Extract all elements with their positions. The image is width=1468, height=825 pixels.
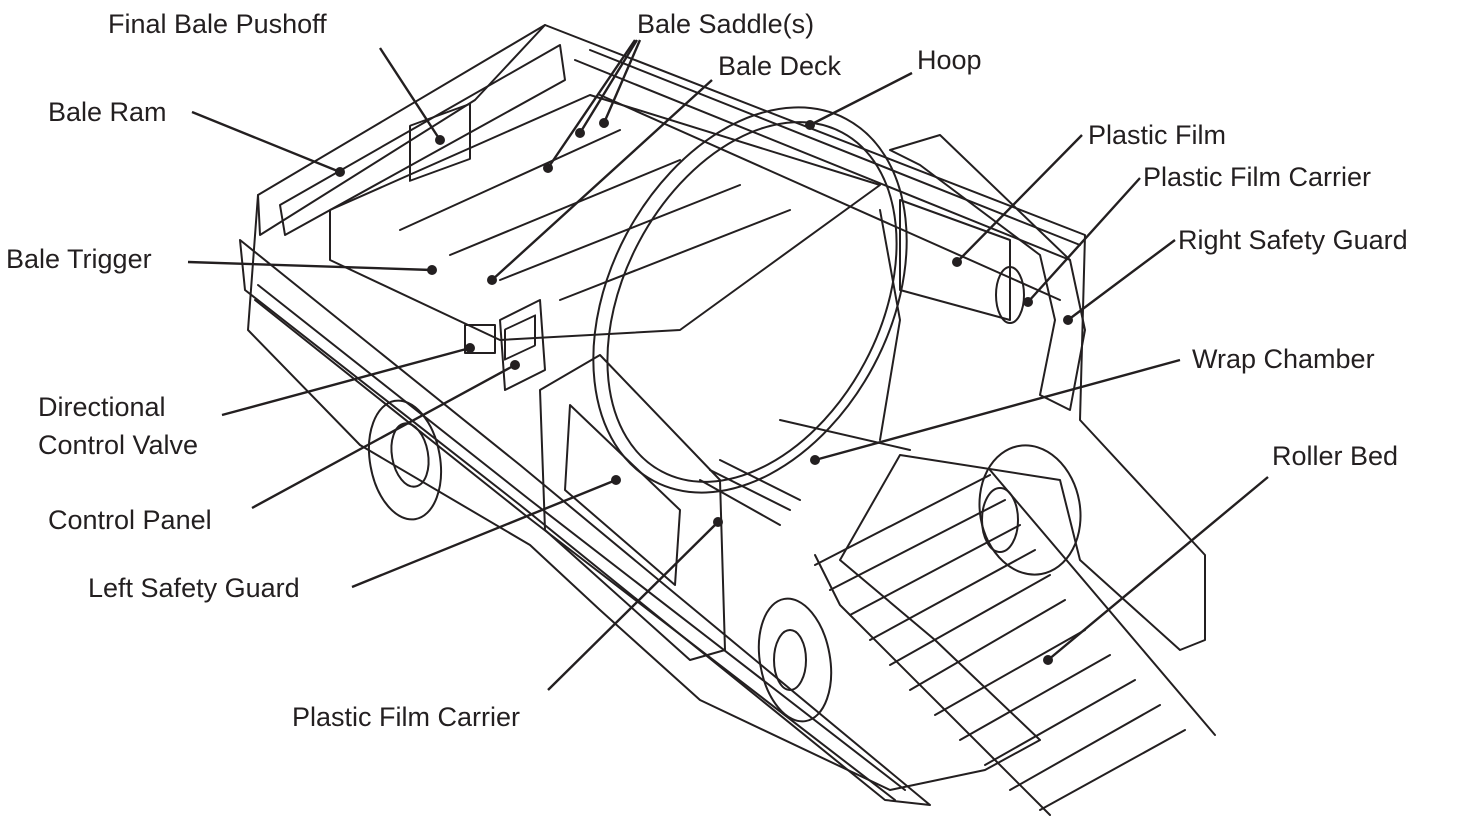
dot-wrap-chamber	[810, 455, 820, 465]
dot-right-safety-guard	[1063, 315, 1073, 325]
dot-bale-ram	[335, 167, 345, 177]
leader-wrap-chamber	[814, 358, 1181, 462]
label-bale-ram: Bale Ram	[48, 97, 167, 127]
label-hoop: Hoop	[917, 45, 982, 75]
label-roller-bed: Roller Bed	[1272, 441, 1399, 471]
leader-bale-saddles-1	[547, 39, 636, 169]
leader-directional-control-valve	[221, 346, 471, 417]
leader-right-safety-guard	[1067, 239, 1176, 321]
dot-bale-saddles-2	[575, 128, 585, 138]
label-right-safety-guard: Right Safety Guard	[1178, 225, 1408, 255]
dot-bale-trigger	[427, 265, 437, 275]
leader-bale-deck	[491, 79, 713, 281]
dot-bale-deck	[487, 275, 497, 285]
label-directional-control-valve: Directional Control Valve	[38, 392, 199, 460]
leader-plastic-film-carrier-right	[1027, 177, 1141, 303]
hoop-ring	[592, 106, 908, 494]
label-plastic-film-carrier-left: Plastic Film Carrier	[292, 702, 521, 732]
label-bale-trigger: Bale Trigger	[6, 244, 152, 274]
leader-control-panel	[251, 363, 516, 510]
dot-plastic-film	[952, 257, 962, 267]
rear-left-wheel	[757, 597, 833, 723]
leader-bale-saddles-3	[602, 39, 642, 124]
bale-ram-box	[257, 24, 546, 236]
dot-control-panel	[510, 360, 520, 370]
control-panel-box	[499, 299, 546, 391]
label-bale-deck: Bale Deck	[718, 51, 842, 81]
dot-hoop	[805, 120, 815, 130]
label-plastic-film-carrier-right: Plastic Film Carrier	[1143, 162, 1372, 192]
leader-bale-ram	[191, 110, 341, 174]
dot-final-bale-pushoff	[435, 135, 445, 145]
roller-set	[814, 469, 1216, 816]
pushoff-plate	[409, 102, 471, 182]
rear-right-wheel	[978, 444, 1082, 576]
dot-directional-control-valve	[465, 343, 475, 353]
leader-left-safety-guard	[351, 478, 617, 589]
label-left-safety-guard: Left Safety Guard	[88, 573, 300, 603]
dot-plastic-film-carrier-left	[713, 517, 723, 527]
main-frame	[247, 24, 1206, 791]
valve-block	[464, 324, 496, 354]
label-wrap-chamber: Wrap Chamber	[1192, 344, 1375, 374]
leader-hoop	[809, 71, 913, 127]
plastic-film-roll	[899, 199, 1011, 321]
leader-plastic-film-carrier-left	[547, 521, 719, 691]
right-guard	[889, 134, 1086, 411]
left-rail	[239, 239, 931, 806]
label-bale-saddles: Bale Saddle(s)	[637, 9, 815, 39]
leader-plastic-film	[956, 134, 1083, 263]
leader-final-bale-pushoff	[378, 47, 442, 141]
leader-bale-saddles-2	[578, 39, 639, 134]
dot-bale-saddles-1	[543, 163, 553, 173]
bale-deck-floor	[329, 94, 881, 341]
label-control-panel: Control Panel	[48, 505, 212, 535]
label-final-bale-pushoff: Final Bale Pushoff	[108, 9, 327, 39]
dot-bale-saddles-3	[599, 118, 609, 128]
leader-roller-bed	[1047, 476, 1269, 661]
dot-plastic-film-carrier-right	[1023, 297, 1033, 307]
leader-bale-trigger	[187, 260, 433, 272]
dot-roller-bed	[1043, 655, 1053, 665]
label-plastic-film: Plastic Film	[1088, 120, 1227, 150]
dot-left-safety-guard	[611, 475, 621, 485]
left-guard	[539, 354, 726, 661]
left-wheel	[367, 399, 443, 521]
